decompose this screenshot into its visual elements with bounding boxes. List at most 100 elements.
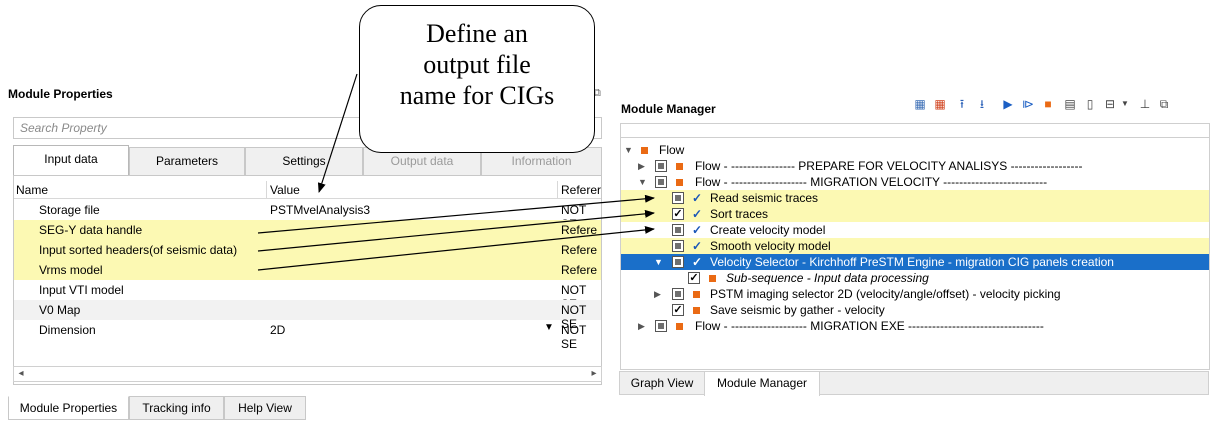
tree-row[interactable]: ✓ Save seismic by gather - velocity xyxy=(621,302,1209,318)
move-up-icon[interactable]: ⭱ xyxy=(959,97,965,111)
tree-row[interactable]: ▶ Flow - ------------------- MIGRATION E… xyxy=(621,318,1209,334)
collapse-icon[interactable]: ▶ xyxy=(638,161,645,171)
property-name: Dimension xyxy=(39,323,96,337)
tree-row[interactable]: ▼ Flow - ------------------- MIGRATION V… xyxy=(621,174,1209,190)
scroll-left-icon[interactable]: ◂ xyxy=(18,368,24,379)
property-name: Vrms model xyxy=(39,263,103,277)
property-name: Storage file xyxy=(39,203,100,217)
property-ref: Refere xyxy=(561,223,598,237)
checkbox[interactable] xyxy=(672,256,684,268)
restore-icon[interactable]: ⧉ xyxy=(593,87,601,99)
move-down-icon[interactable]: ⭳ xyxy=(979,97,985,111)
checkbox[interactable] xyxy=(672,288,684,300)
grid-header: Name Value Referer xyxy=(14,181,601,199)
tab-help-view[interactable]: Help View xyxy=(224,396,306,420)
run-step-icon[interactable]: ⧐ xyxy=(1022,97,1034,111)
subsequence-node-icon xyxy=(709,275,716,282)
expand-icon[interactable]: ▼ xyxy=(654,257,663,267)
window-menu-icon[interactable]: ⊟ xyxy=(1104,97,1116,111)
tab-module-manager[interactable]: Module Manager xyxy=(705,372,820,396)
tree-row[interactable]: ✓ Read seismic traces xyxy=(621,190,1209,206)
checkbox[interactable] xyxy=(672,192,684,204)
flow-node-icon xyxy=(641,147,648,154)
collapse-icon[interactable]: ▶ xyxy=(638,321,645,331)
property-value[interactable]: 2D xyxy=(270,323,286,337)
checkbox[interactable] xyxy=(672,224,684,236)
property-name: V0 Map xyxy=(39,303,81,317)
callout-line: Define an xyxy=(426,19,528,48)
property-row[interactable]: Input VTI model NOT SE xyxy=(14,280,601,311)
dropdown-arrow-icon[interactable]: ▼ xyxy=(544,322,554,333)
check-icon: ✓ xyxy=(692,239,703,253)
property-row[interactable]: Vrms model Refere xyxy=(14,260,601,280)
check-icon: ✓ xyxy=(692,207,703,221)
checkbox[interactable] xyxy=(655,160,667,172)
tab-graph-view[interactable]: Graph View xyxy=(620,372,705,396)
pin-icon[interactable]: ⊥ xyxy=(1139,97,1151,111)
horizontal-scrollbar[interactable]: ◂ ▸ xyxy=(13,366,602,382)
collapse-icon[interactable]: ▶ xyxy=(654,289,661,299)
property-row[interactable]: Storage file PSTMvelAnalysis3 NOT SE xyxy=(14,200,601,231)
column-divider[interactable] xyxy=(557,181,558,199)
tab-tracking-info[interactable]: Tracking info xyxy=(129,396,224,420)
tree-label: Read seismic traces xyxy=(710,191,819,205)
tab-settings[interactable]: Settings xyxy=(245,147,363,175)
tree-header xyxy=(620,123,1210,137)
callout-line: name for CIGs xyxy=(399,81,555,110)
callout-annotation: Define an output file name for CIGs xyxy=(359,5,595,153)
run-icon[interactable]: ▶ xyxy=(1003,97,1013,111)
panel-title: Module Manager xyxy=(621,102,716,116)
column-name[interactable]: Name xyxy=(16,183,49,197)
tab-module-properties[interactable]: Module Properties xyxy=(8,396,129,420)
expand-icon[interactable]: ▼ xyxy=(638,177,647,187)
property-ref: NOT SE xyxy=(561,303,587,331)
property-value[interactable]: PSTMvelAnalysis3 xyxy=(270,203,371,217)
scroll-right-icon[interactable]: ▸ xyxy=(591,368,597,379)
property-row[interactable]: SEG-Y data handle Refere xyxy=(14,220,601,240)
tab-parameters[interactable]: Parameters xyxy=(129,147,245,175)
callout-line: output file xyxy=(423,50,531,79)
expand-icon[interactable]: ▼ xyxy=(624,145,633,155)
tree-row[interactable]: ✓ Sub-sequence - Input data processing xyxy=(621,270,1209,286)
add-module-icon[interactable]: ▦ xyxy=(914,97,926,111)
column-value[interactable]: Value xyxy=(270,183,300,197)
tree-label: Sort traces xyxy=(710,207,769,221)
tree-row[interactable]: ✓ Smooth velocity model xyxy=(621,238,1209,254)
checkbox[interactable]: ✓ xyxy=(688,272,700,284)
tree-label: Flow xyxy=(659,143,685,157)
property-row[interactable]: Dimension 2D ▼ NOT SE xyxy=(14,320,601,351)
tree-row[interactable]: ▼ Flow xyxy=(621,142,1209,158)
tree-row[interactable]: ▶ PSTM imaging selector 2D (velocity/ang… xyxy=(621,286,1209,302)
property-name: Input sorted headers(of seismic data) xyxy=(39,243,238,257)
restore-icon[interactable]: ⧉ xyxy=(1159,97,1169,111)
tab-input-data[interactable]: Input data xyxy=(13,145,129,176)
tree-label: Flow - ------------------- MIGRATION EXE… xyxy=(695,319,1044,333)
property-row[interactable]: Input sorted headers(of seismic data) Re… xyxy=(14,240,601,260)
property-name: Input VTI model xyxy=(39,283,124,297)
flow-tree[interactable]: ▼ Flow ▶ Flow - ---------------- PREPARE… xyxy=(620,137,1210,370)
tree-row[interactable]: ✓ ✓ Sort traces xyxy=(621,206,1209,222)
tree-row-selected[interactable]: ▼ ✓ Velocity Selector - Kirchhoff PreSTM… xyxy=(621,254,1209,270)
tree-row[interactable]: ✓ Create velocity model xyxy=(621,222,1209,238)
chevron-down-icon[interactable]: ▼ xyxy=(1121,99,1129,108)
column-referer[interactable]: Referer xyxy=(561,183,602,197)
check-icon: ✓ xyxy=(692,223,703,237)
checkbox[interactable] xyxy=(655,176,667,188)
stop-icon[interactable]: ■ xyxy=(1044,97,1052,111)
checkbox[interactable]: ✓ xyxy=(672,208,684,220)
flow-node-icon xyxy=(676,323,683,330)
property-grid: Name Value Referer Storage file PSTMvelA… xyxy=(13,175,602,385)
tree-label: Flow - ------------------- MIGRATION VEL… xyxy=(695,175,1048,189)
checkbox[interactable] xyxy=(672,240,684,252)
panel-title: Module Properties xyxy=(8,87,113,101)
property-row[interactable]: V0 Map NOT SE xyxy=(14,300,601,331)
checkbox[interactable]: ✓ xyxy=(672,304,684,316)
toolbar: ▦ ▦ ⭱ ⭳ ▶ ⧐ ■ ▤ ▯ ⊟ ▼ ⊥ ⧉ xyxy=(912,94,1212,116)
log-icon[interactable]: ▤ xyxy=(1064,97,1076,111)
column-divider[interactable] xyxy=(266,181,267,199)
flow-node-icon xyxy=(676,163,683,170)
clipboard-icon[interactable]: ▯ xyxy=(1086,97,1094,111)
checkbox[interactable] xyxy=(655,320,667,332)
remove-module-icon[interactable]: ▦ xyxy=(934,97,946,111)
tree-row[interactable]: ▶ Flow - ---------------- PREPARE FOR VE… xyxy=(621,158,1209,174)
